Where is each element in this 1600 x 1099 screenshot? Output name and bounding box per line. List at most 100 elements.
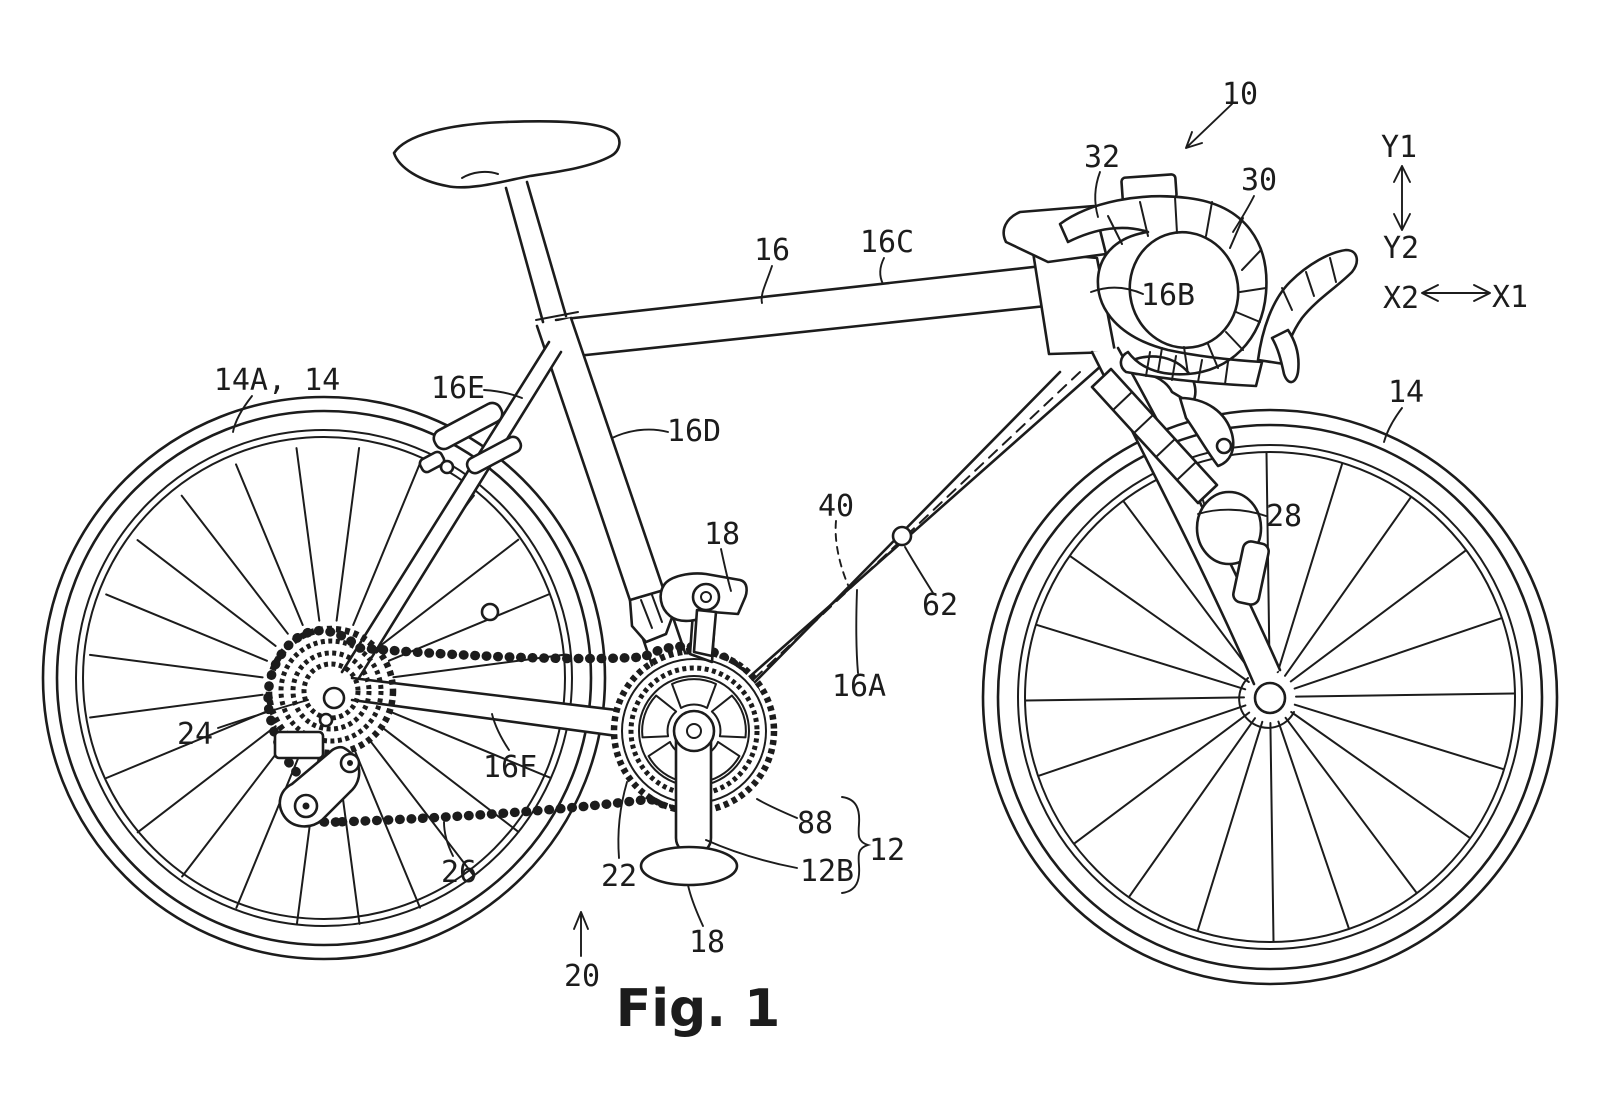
spoke (367, 737, 476, 878)
front-derailleur (628, 572, 748, 658)
spoke (89, 693, 264, 719)
leader-24 (217, 699, 309, 729)
spoke (1128, 717, 1256, 898)
leader-22 (617, 781, 628, 859)
spoke (335, 447, 361, 622)
spoke (1293, 617, 1502, 690)
front-derailleur-bolt (700, 591, 712, 603)
rear-brake-arm-upper (432, 401, 504, 451)
leader-12B (705, 839, 798, 869)
leader-14-front (1383, 407, 1403, 443)
label-22: 22 (601, 859, 637, 894)
label-32: 32 (1084, 140, 1120, 175)
leader-26 (443, 821, 454, 857)
label-X2: X2 (1383, 281, 1419, 316)
rear-brake (418, 401, 523, 475)
front-brake-hatch-lines (1112, 391, 1197, 481)
leader-16C (879, 257, 885, 285)
top-tube-fill (556, 266, 1046, 358)
spoke (1284, 496, 1412, 677)
front-derailleur-cage (692, 608, 718, 658)
clamp-hatch-lines (640, 594, 663, 629)
leader-18-pedal (687, 884, 704, 927)
label-40: 40 (818, 489, 854, 524)
saddle-rail-line (461, 170, 499, 179)
rear-tire-inner (55, 409, 593, 947)
spoke (1295, 692, 1515, 698)
label-10: 10 (1222, 77, 1258, 112)
handlebar-inner-opening (1128, 230, 1240, 350)
saddle (392, 120, 621, 189)
spoke (1284, 716, 1418, 894)
front-dropout-flange (1238, 677, 1295, 729)
wire-port-hole (891, 525, 913, 547)
seat-stay-fill (342, 342, 561, 686)
internal-wire-dashed-line (703, 371, 1081, 727)
bottom-bracket (672, 709, 716, 753)
leader-16E (483, 389, 523, 399)
front-tire-outer (981, 408, 1559, 986)
reference-labels: 10 32 30 16B Y1 Y2 X2 X1 16 16C 14A, 14 … (177, 77, 1528, 994)
seat-post-left-line (504, 186, 545, 324)
drivetrain (263, 572, 778, 887)
spoke (388, 593, 551, 662)
seat-stay-lower-line (352, 350, 563, 688)
spoke (180, 494, 289, 635)
arrow-20-up (573, 911, 589, 957)
label-X1: X1 (1492, 280, 1528, 315)
spider-window (671, 678, 717, 709)
spoke (181, 737, 289, 878)
rear-brake-bolt (439, 459, 455, 475)
spoke (1277, 720, 1350, 929)
rear-axle (322, 686, 346, 710)
leader-16 (760, 265, 773, 304)
arrow-10 (1185, 103, 1233, 149)
bar-tape-hatch (1107, 196, 1267, 385)
label-12: 12 (869, 833, 905, 868)
spoke (235, 463, 304, 626)
leader-16D (611, 428, 669, 439)
fork-accessory (1232, 540, 1270, 606)
spoke (1025, 696, 1245, 702)
spoke (1293, 703, 1505, 771)
label-Y1: Y1 (1381, 130, 1417, 165)
spoke (1073, 711, 1251, 845)
label-18-front-derailleur: 18 (704, 517, 740, 552)
label-20: 20 (564, 959, 600, 994)
hood-hatch-lines (1281, 257, 1337, 311)
top-tube-upper-line (554, 264, 1044, 322)
figure-caption: Fig. 1 (616, 979, 781, 1039)
spoke (1035, 623, 1247, 691)
crank-bolt (686, 723, 702, 739)
rear-tire-outer (41, 395, 607, 961)
leader-16B (1090, 286, 1144, 295)
rear-rim-inner (82, 436, 566, 920)
leader-88 (756, 798, 798, 819)
seat-clamp-line (535, 311, 579, 321)
front-wheel (981, 408, 1559, 986)
leader-40-dashed (834, 520, 849, 586)
rear-brake-pad (418, 450, 446, 474)
label-24: 24 (177, 717, 213, 752)
derailleur-mount-plate (273, 730, 325, 760)
rear-derailleur (278, 745, 361, 828)
crank-assembly (610, 596, 778, 887)
spoke (352, 463, 421, 626)
label-Y2: Y2 (1383, 231, 1419, 266)
label-88: 88 (797, 806, 833, 841)
label-30: 30 (1241, 163, 1277, 198)
arrows (573, 103, 1491, 957)
label-62: 62 (922, 588, 958, 623)
spoke (1069, 555, 1250, 683)
spoke (1290, 711, 1471, 839)
axis-arrow-y (1393, 165, 1411, 231)
pedal-18 (639, 845, 739, 887)
spoke (1269, 722, 1275, 942)
leader-62 (904, 546, 934, 594)
leader-28 (1197, 508, 1267, 517)
leader-18-front-derailleur (720, 548, 732, 592)
top-tube-lower-line (556, 304, 1048, 360)
rear-spokes (89, 447, 567, 925)
front-tire-inner (996, 423, 1544, 971)
